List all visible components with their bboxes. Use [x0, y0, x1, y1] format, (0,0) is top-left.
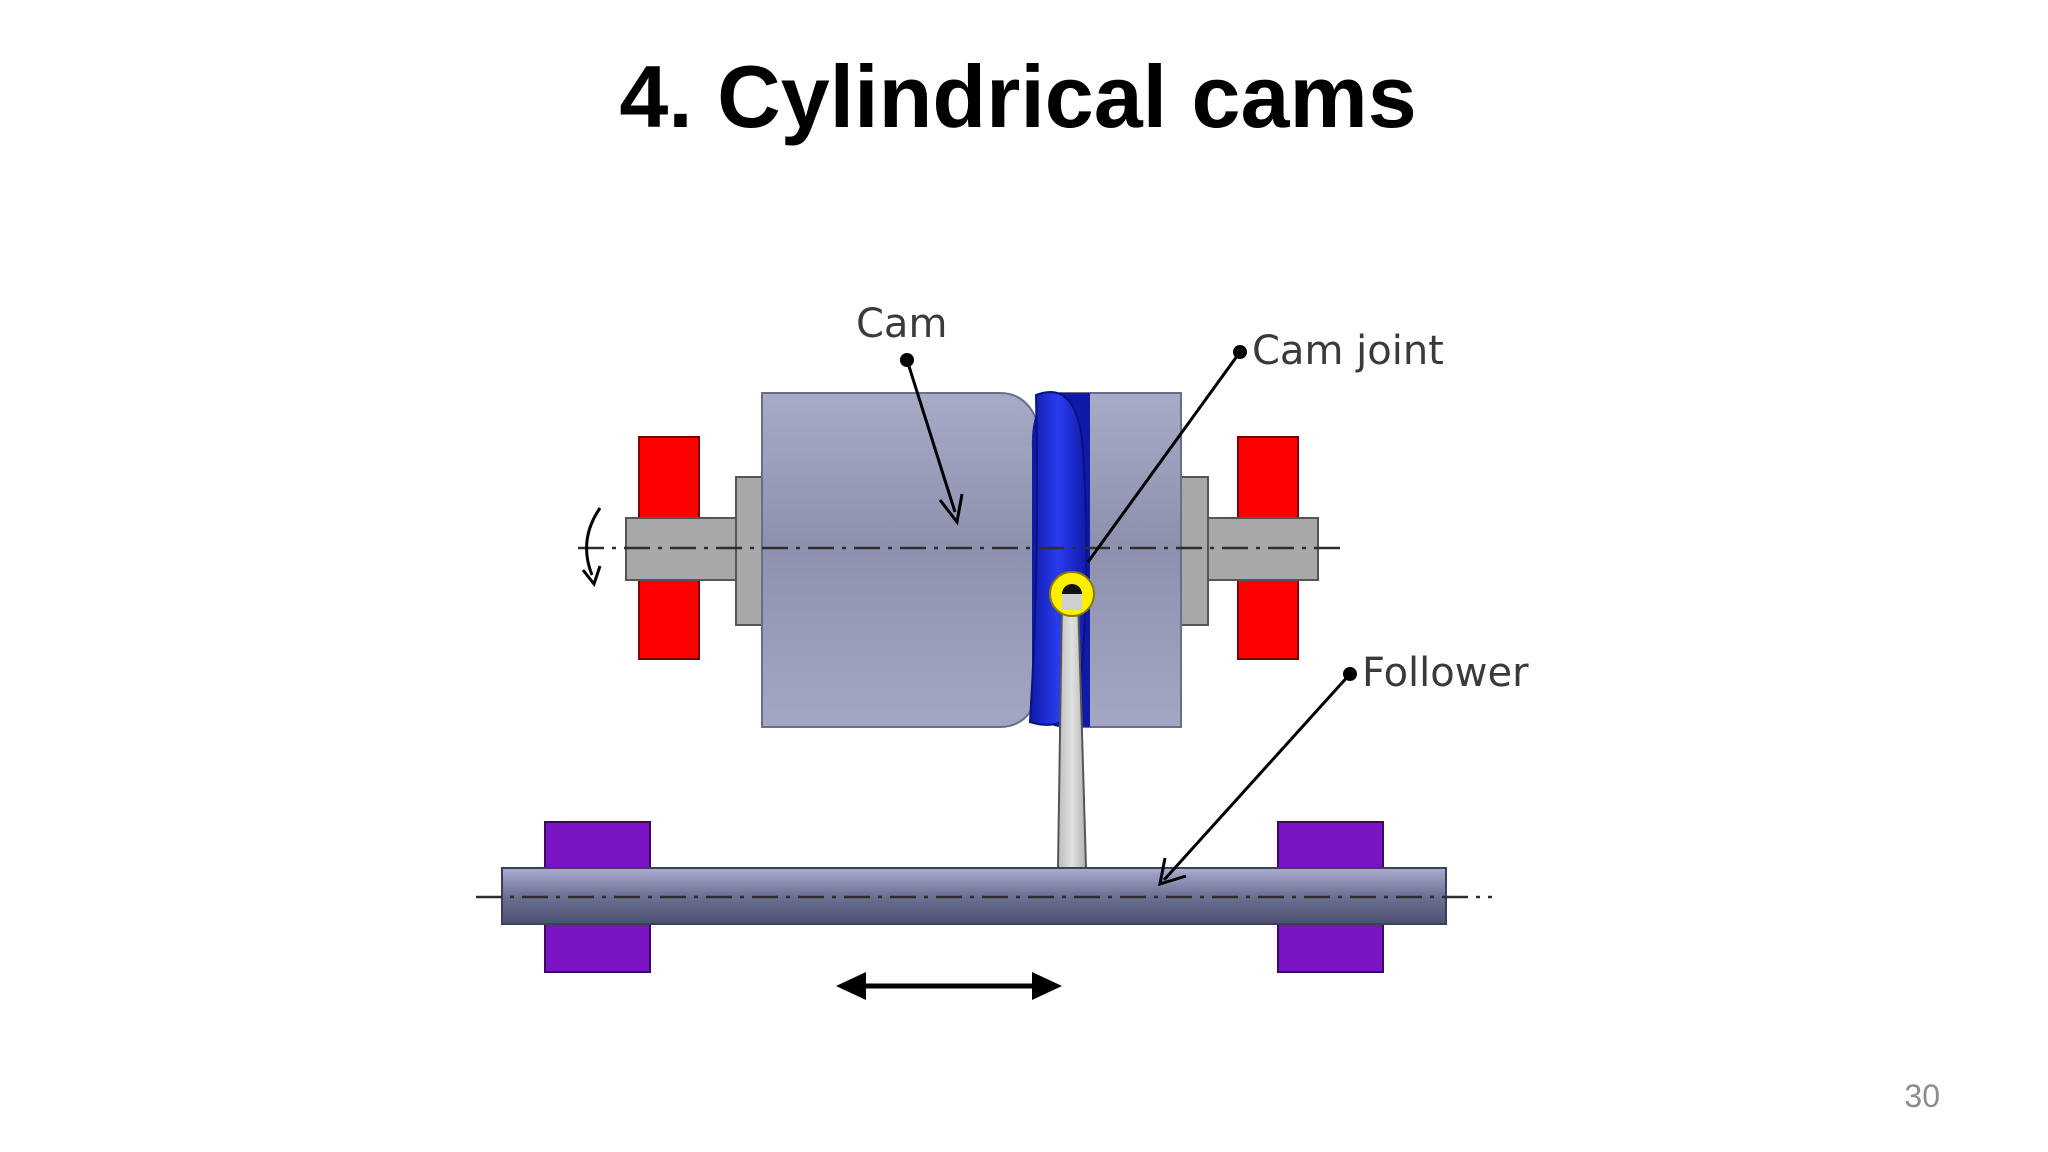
cam-joint-leader [1086, 345, 1247, 563]
left-support [544, 821, 651, 973]
follower-label: Follower [1362, 650, 1529, 696]
translation-arrow [836, 972, 1062, 1000]
cam-joint-roller [1049, 571, 1095, 617]
right-shaft [1179, 476, 1319, 626]
cam-joint-label: Cam joint [1252, 328, 1444, 374]
page-number: 30 [1904, 1078, 1940, 1114]
rotation-arrow [581, 507, 602, 588]
slide-title: 4. Cylindrical cams [619, 47, 1417, 146]
right-support [1277, 821, 1384, 973]
cam-label: Cam [856, 301, 947, 347]
cam-cylinder [761, 392, 1182, 728]
follower-leader [1158, 667, 1357, 887]
cam-leader [900, 353, 964, 526]
